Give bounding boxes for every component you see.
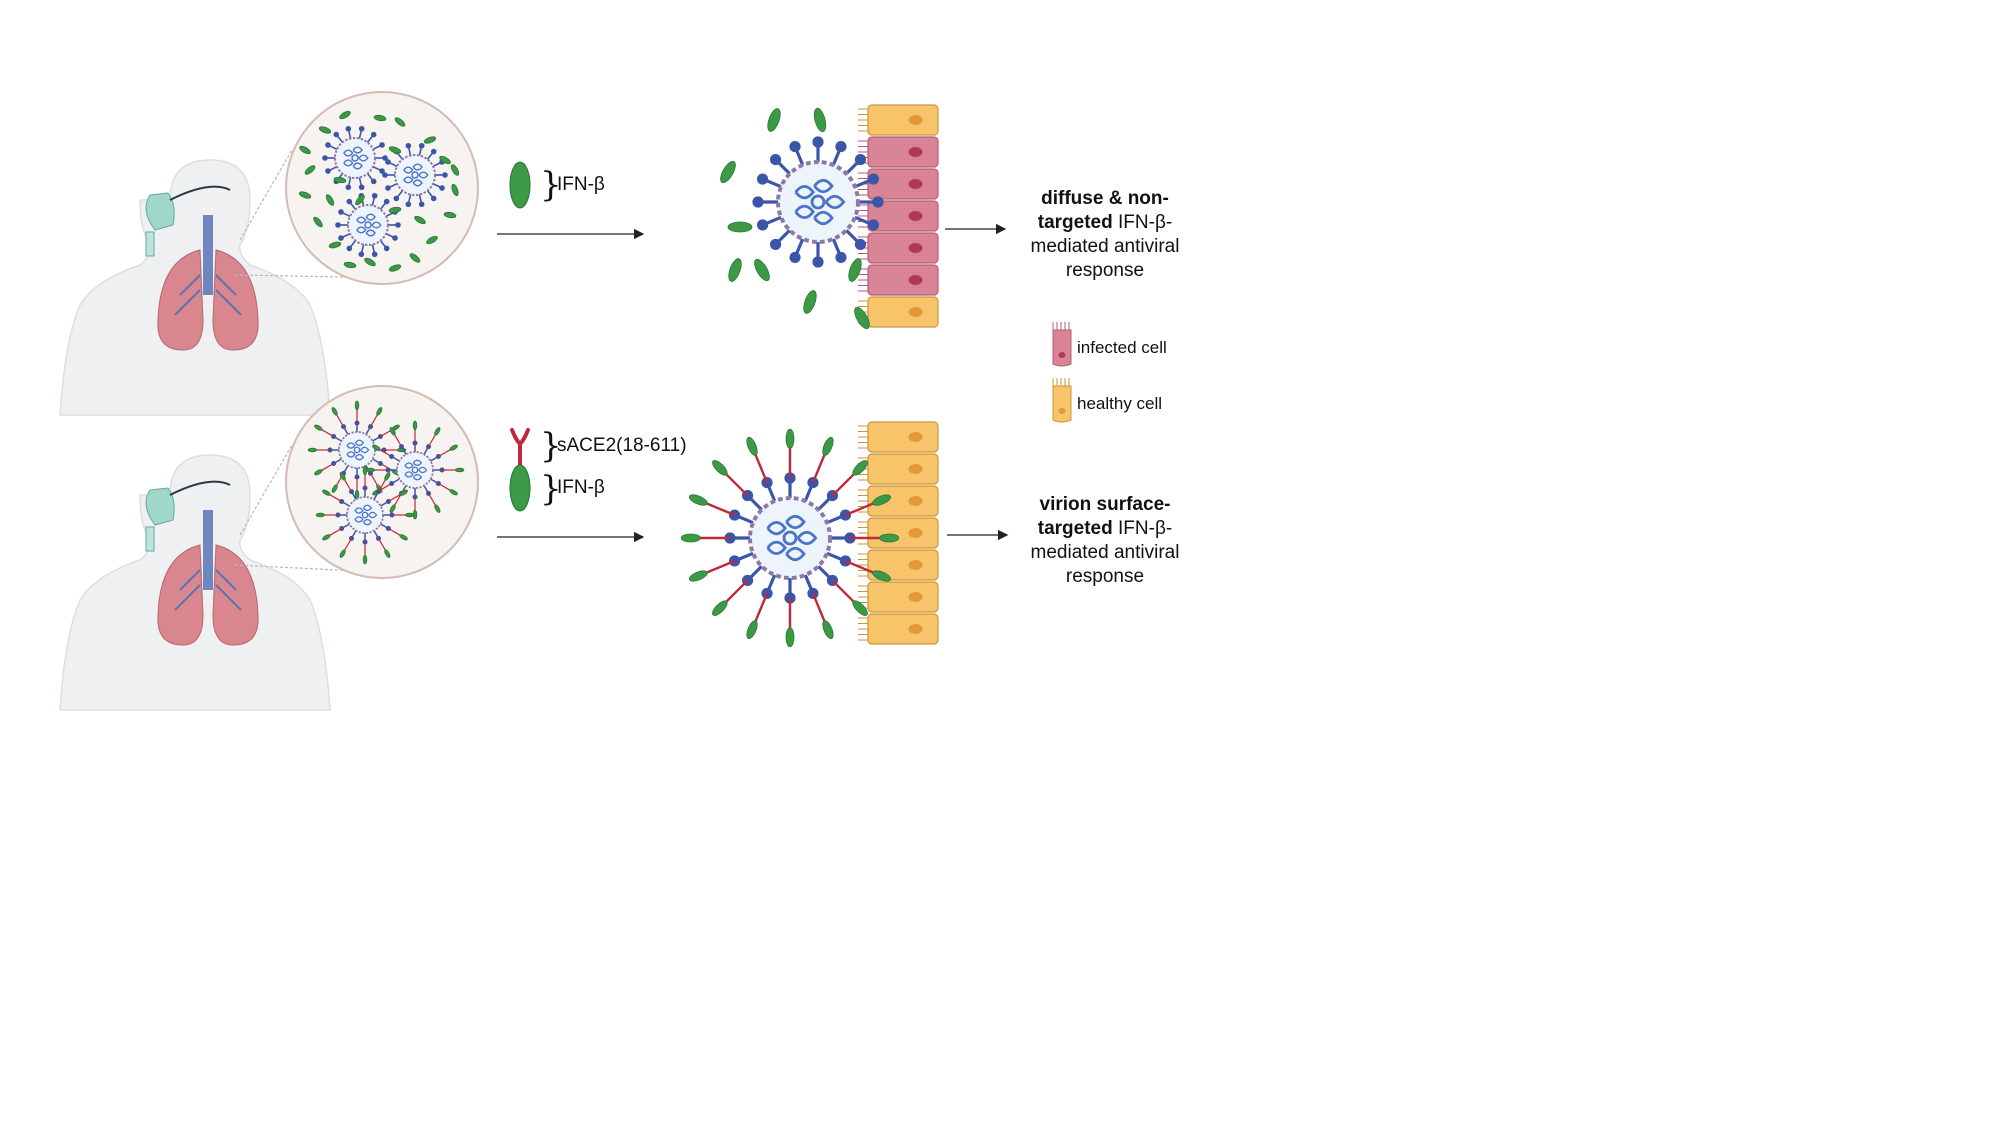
virion-icon <box>335 192 401 258</box>
healthy-cell-icon <box>858 421 939 453</box>
ifn-beta-icon <box>426 235 438 245</box>
epithelium-bottom <box>858 421 939 645</box>
ifn-beta-icon <box>813 107 827 133</box>
svg-text:}: } <box>540 165 562 205</box>
healthy-cell-icon <box>858 296 939 328</box>
infected-cell-icon <box>858 168 939 200</box>
ifn-legend-bottom: } <box>509 464 562 512</box>
ifn-beta-icon <box>318 126 332 134</box>
virion-icon <box>315 465 415 565</box>
ifn-beta-icon <box>394 117 406 127</box>
ifn-beta-icon <box>299 145 311 155</box>
ifn-legend-top: } <box>509 161 562 209</box>
outcome-top: diffuse & non-targeted IFN-β-mediated an… <box>1005 187 1205 283</box>
zoom-circle-top <box>285 91 479 285</box>
ifn-beta-icon <box>803 290 817 314</box>
ifn-beta-icon <box>388 264 402 272</box>
sace2-icon <box>510 428 530 468</box>
ifn-beta-icon <box>304 165 316 175</box>
ifn-beta-icon <box>509 161 531 209</box>
ifn-beta-icon <box>373 114 387 122</box>
ifn-beta-icon <box>409 253 421 263</box>
healthy-cell-icon <box>858 549 939 581</box>
ifn-beta-icon <box>439 155 451 165</box>
patient-bottom <box>59 444 401 711</box>
ifn-beta-icon <box>313 216 323 228</box>
ifn-beta-icon <box>328 241 342 249</box>
ifn-beta-icon <box>451 183 459 197</box>
free-ifn-top <box>720 107 870 330</box>
healthy-cell-icon <box>858 613 939 645</box>
outcome-top-bold: diffuse & non-targeted <box>1037 188 1169 233</box>
virion-top <box>752 136 884 268</box>
ifn-beta-icon-2 <box>509 464 531 512</box>
ifn-beta-icon <box>854 306 870 330</box>
outcome-bottom-rest: IFN-β-mediated antiviral response <box>1030 518 1180 587</box>
virion-icon <box>307 400 407 500</box>
svg-text:}: } <box>540 469 562 509</box>
zoom-circle-bottom <box>285 385 479 579</box>
legend-infected-cell-icon <box>1052 322 1072 367</box>
ifn-beta-icon <box>443 211 457 219</box>
virion-icon <box>322 125 388 191</box>
infected-cell-icon <box>858 232 939 264</box>
ifn-beta-icon <box>298 191 312 199</box>
sace2-legend: } <box>510 426 562 468</box>
ifn-beta-icon <box>423 136 437 144</box>
epithelium-top <box>858 104 939 328</box>
ifn-beta-icon <box>325 194 335 206</box>
svg-text:}: } <box>540 426 562 466</box>
ifn-beta-icon <box>727 221 753 233</box>
healthy-cell-icon <box>858 517 939 549</box>
healthy-cell-icon <box>858 453 939 485</box>
healthy-cell-icon <box>858 485 939 517</box>
ifn-beta-icon <box>388 206 402 214</box>
infected-cell-icon <box>858 264 939 296</box>
healthy-cell-icon <box>858 104 939 136</box>
ifn-beta-icon <box>388 146 402 154</box>
patient-top <box>59 149 401 416</box>
ifn-beta-icon <box>728 258 742 282</box>
ifn-beta-icon <box>767 108 781 132</box>
ifn-beta-icon <box>450 164 460 176</box>
virion-icon <box>752 136 884 268</box>
sace2-label: sACE2(18-611) <box>557 435 687 456</box>
ifn-beta-icon <box>355 194 365 206</box>
ifn-beta-icon <box>848 258 862 282</box>
virion-icon <box>382 142 448 208</box>
ifn-beta-icon <box>414 215 426 225</box>
outcome-top-rest: IFN-β-mediated antiviral response <box>1030 212 1180 281</box>
ifn-beta-icon <box>754 258 770 282</box>
ifn-beta-icon <box>343 261 357 269</box>
outcome-bottom: virion surface-targeted IFN-β-mediated a… <box>1005 493 1205 589</box>
healthy-cell-icon <box>858 581 939 613</box>
virion-icon <box>680 428 900 648</box>
outcome-bottom-bold: virion surface-targeted <box>1037 494 1171 539</box>
ifn-beta-icon <box>364 257 376 267</box>
legend-healthy-cell-icon <box>1052 378 1072 423</box>
legend-healthy-label: healthy cell <box>1077 394 1163 413</box>
ifn-beta-icon <box>333 176 347 184</box>
virion-bottom <box>680 428 900 648</box>
lung-icon <box>157 249 204 351</box>
infected-cell-icon <box>858 200 939 232</box>
infected-cell-icon <box>858 136 939 168</box>
ifn-label-bottom: IFN-β <box>557 477 605 498</box>
ifn-beta-icon <box>720 160 736 184</box>
ifn-label-top: IFN-β <box>557 174 605 195</box>
legend-infected-label: infected cell <box>1077 338 1167 357</box>
virion-icon <box>365 420 465 520</box>
ifn-beta-icon <box>339 110 351 120</box>
